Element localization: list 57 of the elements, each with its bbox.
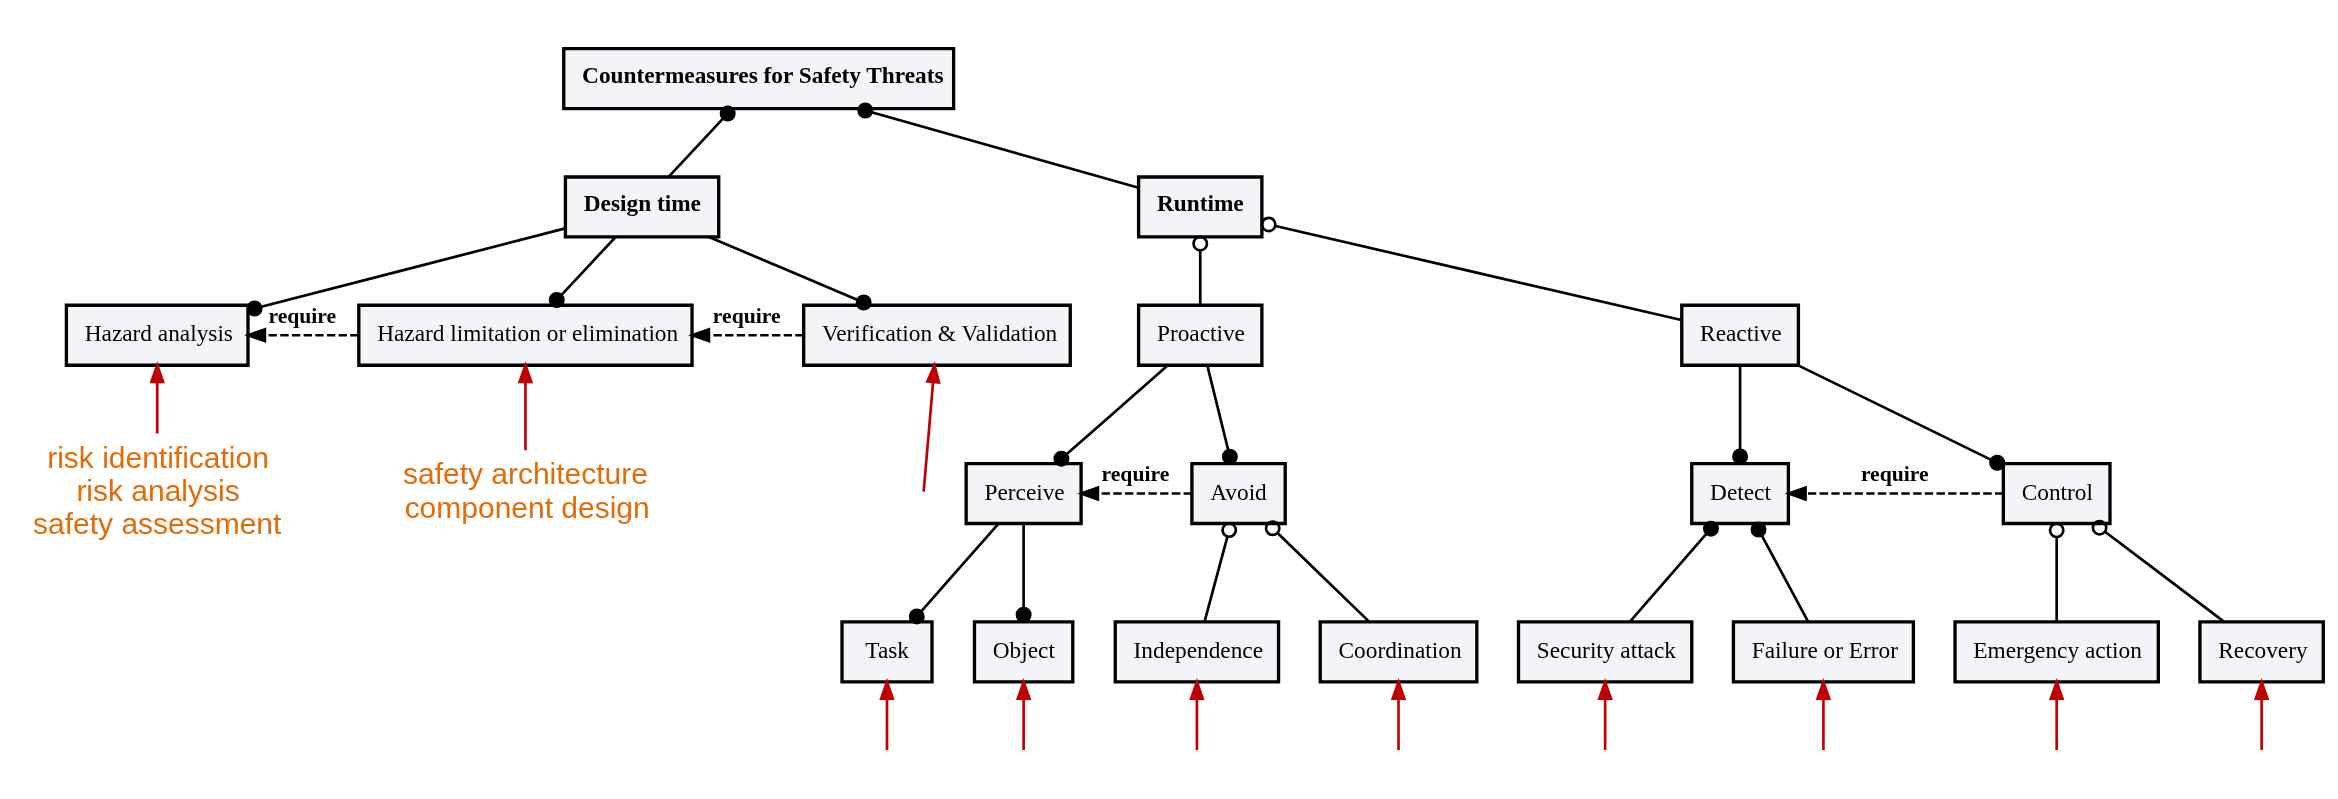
connector <box>548 235 617 308</box>
arrow <box>2048 677 2065 750</box>
node-text: safety architecture component design <box>402 456 650 524</box>
arrow <box>1077 485 1192 501</box>
arrow <box>517 360 534 450</box>
node-box: Countermeasures for Safety Threats <box>562 46 956 110</box>
connector <box>857 102 1139 189</box>
node-box: Task <box>840 619 934 683</box>
node-box: Object <box>972 619 1075 683</box>
node-box: Control <box>2001 461 2112 525</box>
node-box: Security attack <box>1516 619 1694 683</box>
connector <box>708 235 872 311</box>
connector <box>1015 523 1032 623</box>
connector <box>1264 519 1370 622</box>
node-box: Emergency action <box>1953 619 2160 683</box>
connector <box>1797 363 2006 471</box>
arrow <box>1597 677 1613 750</box>
node-box: Hazard limitation or elimination <box>357 303 694 367</box>
connector <box>1750 521 1810 622</box>
node-box: Detect <box>1690 461 1791 525</box>
arrow <box>244 327 359 343</box>
node-box: Verification & Validation <box>802 303 1072 367</box>
node-box: Recovery <box>2198 619 2325 683</box>
arrow <box>1784 485 2004 501</box>
connector <box>667 105 736 178</box>
node-box: Coordination <box>1318 619 1479 683</box>
node-box: Runtime <box>1136 174 1264 239</box>
arrow <box>688 327 804 343</box>
node-box: Avoid <box>1190 461 1287 525</box>
connector <box>1260 215 1682 321</box>
node-box: Hazard analysis <box>64 303 250 367</box>
connector <box>1205 364 1238 465</box>
edge-label: require <box>1860 461 1929 486</box>
arrow <box>2253 677 2270 750</box>
edge-label: require <box>1101 461 1170 486</box>
node-box: Design time <box>563 174 721 239</box>
arrow <box>1189 677 1205 750</box>
node-box: Reactive <box>1680 303 1801 367</box>
connector <box>246 226 566 316</box>
arrow <box>922 360 941 492</box>
node-box: Perceive <box>964 461 1083 525</box>
node-text: risk identification risk analysis safety assessment <box>33 440 282 540</box>
edge-label: require <box>712 303 781 328</box>
connector <box>1192 235 1209 305</box>
connector <box>1732 364 1749 464</box>
connector <box>908 522 1000 624</box>
edge-label: require <box>268 303 337 328</box>
connector <box>1629 520 1719 622</box>
arrow <box>1815 677 1832 750</box>
node-box: Failure or Error <box>1731 619 1916 683</box>
arrow <box>149 360 165 433</box>
node-box: Proactive <box>1136 303 1264 367</box>
arrow <box>879 677 895 750</box>
arrow <box>1015 677 1032 750</box>
connector <box>2091 519 2225 622</box>
node-box: Independence <box>1113 619 1281 683</box>
arrow <box>1390 677 1407 750</box>
